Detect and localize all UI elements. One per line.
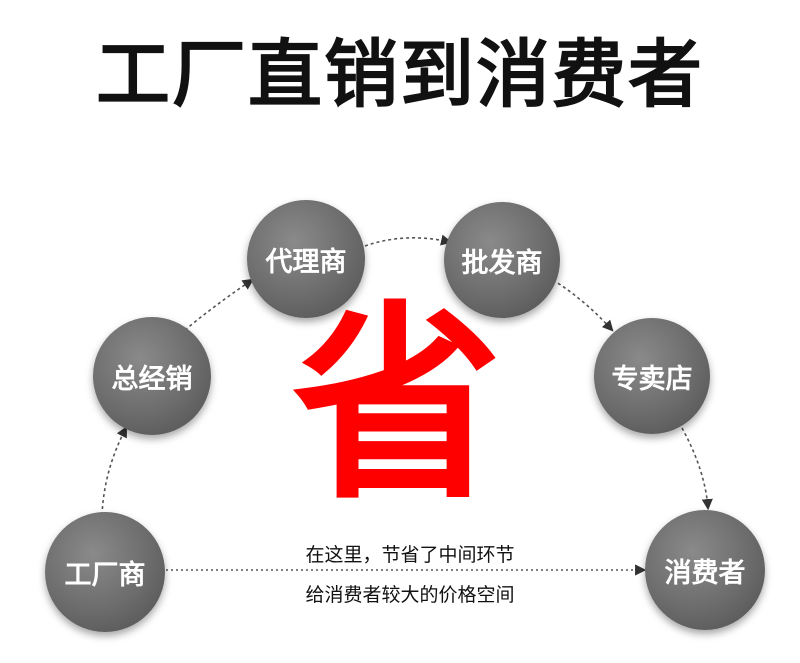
node-general-label: 总经销 xyxy=(111,363,193,395)
connector-factory-general xyxy=(101,426,128,516)
node-agent-label: 代理商 xyxy=(265,246,347,278)
node-wholesaler-label: 批发商 xyxy=(461,247,543,279)
connector-wholesaler-store xyxy=(552,279,614,332)
node-consumer: 消费者 xyxy=(645,510,765,630)
page-title: 工厂直销到消费者 xyxy=(96,32,704,118)
node-factory: 工厂商 xyxy=(45,512,165,632)
savings-note-line1: 在这里，节省了中间环节 xyxy=(305,544,515,566)
node-wholesaler: 批发商 xyxy=(444,202,560,318)
node-store-label: 专卖店 xyxy=(611,363,693,395)
node-consumer-label: 消费者 xyxy=(664,557,746,589)
node-store: 专卖店 xyxy=(594,318,710,434)
connector-store-consumer xyxy=(681,427,713,511)
savings-note-line2: 给消费者较大的价格空间 xyxy=(305,584,515,606)
node-agent: 代理商 xyxy=(247,200,365,318)
node-factory-label: 工厂商 xyxy=(64,559,146,591)
node-general-distributor: 总经销 xyxy=(93,317,211,435)
connector-agent-wholesaler xyxy=(364,234,453,247)
connector-general-agent xyxy=(184,278,254,331)
save-character: 省 xyxy=(292,281,503,528)
